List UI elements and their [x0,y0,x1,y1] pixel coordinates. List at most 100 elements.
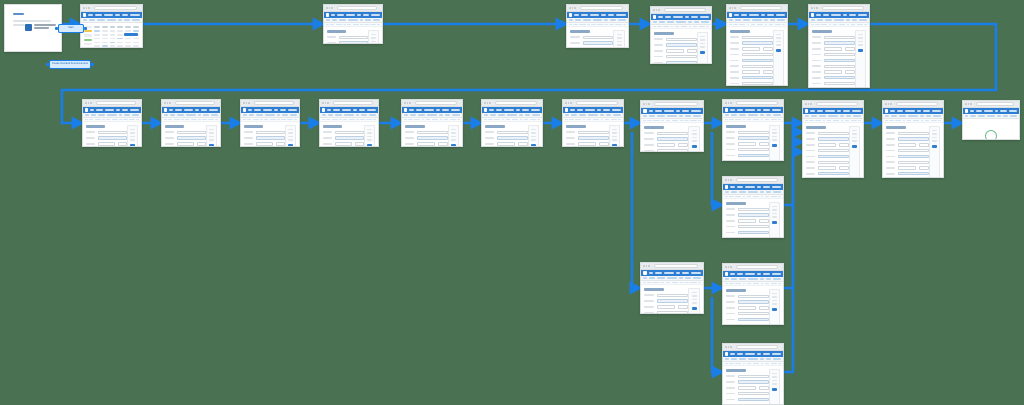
nav-tab[interactable] [977,115,985,117]
menu-item[interactable] [596,109,601,111]
field-input[interactable] [818,160,849,164]
menu-item[interactable] [607,14,615,16]
toolbar-chip[interactable] [119,118,122,121]
side-action-button[interactable] [691,306,697,310]
field-input[interactable] [98,130,128,134]
url-bar[interactable] [735,265,778,269]
toolbar-chip[interactable] [85,118,88,121]
nav-tab[interactable] [83,19,87,21]
menu-item[interactable] [504,109,514,111]
nav-tab[interactable] [765,114,772,116]
url-bar[interactable] [653,264,698,268]
menu-item[interactable] [194,109,199,111]
toolbar-chip[interactable] [725,118,728,121]
nav-tab[interactable] [106,19,117,21]
url-bar[interactable] [735,101,778,105]
toolbar-chip[interactable] [671,119,679,122]
nav-tab[interactable] [933,115,941,117]
nav-tab[interactable] [738,114,747,116]
field-input[interactable] [335,142,352,146]
toolbar-chip[interactable] [582,118,586,121]
toolbar-chip[interactable] [930,119,937,122]
menu-item[interactable] [115,109,120,111]
toolbar-chip[interactable] [484,118,487,121]
toolbar-chip[interactable] [215,118,218,121]
toolbar-chip[interactable] [665,281,671,284]
nav-tab[interactable] [409,114,416,116]
toolbar-chip[interactable] [735,195,742,198]
toolbar-chip[interactable] [653,25,656,28]
menu-item[interactable] [931,110,942,112]
toolbar-chip[interactable] [864,23,867,26]
menu-item[interactable] [441,109,449,111]
sidebar-item[interactable] [84,26,92,29]
field-input[interactable] [177,142,194,146]
toolbar-chip[interactable] [352,23,359,26]
toolbar-chip[interactable] [661,281,665,284]
field-input[interactable] [666,54,697,59]
nav-tab[interactable] [368,114,376,116]
toolbar-chip[interactable] [739,23,746,26]
toolbar-chip[interactable] [735,362,742,365]
toolbar-chip[interactable] [752,118,760,121]
toolbar-chip[interactable] [832,23,838,26]
flow-node-branch-b1[interactable] [722,263,784,325]
nav-tab[interactable] [649,277,655,279]
menu-item[interactable] [771,186,782,188]
url-bar[interactable] [739,6,782,10]
toolbar-chip[interactable] [287,118,293,121]
field-input[interactable] [738,311,769,316]
nav-tab[interactable] [339,19,347,21]
nav-tab[interactable] [851,19,858,21]
nav-tab[interactable] [730,358,737,360]
toolbar-chip[interactable] [615,23,622,26]
toolbar-chip[interactable] [408,118,413,121]
menu-item[interactable] [104,109,114,111]
nav-tab[interactable] [657,277,665,279]
menu-item[interactable] [664,16,672,18]
menu-item[interactable] [362,14,370,16]
url-bar[interactable] [895,102,938,106]
toolbar-chip[interactable] [674,25,680,28]
field-input[interactable] [339,35,369,39]
toolbar-chip[interactable] [600,118,604,121]
menu-item[interactable] [994,110,999,112]
toolbar-chip[interactable] [729,362,734,365]
url-bar[interactable] [821,6,864,10]
nav-tab[interactable] [657,115,665,117]
nav-tab[interactable] [666,21,675,23]
flow-node-branch-a2[interactable] [722,176,784,238]
toolbar-chip[interactable] [331,118,338,121]
flow-node-announcement-details[interactable] [566,4,629,48]
toolbar-chip[interactable] [605,23,608,26]
toolbar-chip[interactable] [764,23,768,26]
toolbar-chip[interactable] [895,119,902,122]
menu-item[interactable] [648,110,653,112]
menu-item[interactable] [115,14,120,16]
toolbar-chip[interactable] [764,195,770,198]
nav-tab[interactable] [90,114,97,116]
nav-tab[interactable] [164,114,168,116]
toolbar-chip[interactable] [129,118,135,121]
nav-tab[interactable] [748,114,758,116]
toolbar-chip[interactable] [815,23,820,26]
toolbar-chip[interactable] [906,119,912,122]
field-input[interactable] [738,323,769,324]
toolbar-chip[interactable] [733,23,738,26]
flow-node-announcement-review[interactable] [650,6,712,64]
field-input[interactable] [497,142,515,146]
toolbar-chip[interactable] [414,118,421,121]
field-input[interactable] [824,76,855,80]
sidebar-item[interactable] [84,34,92,37]
toolbar-chip[interactable] [347,23,352,26]
menu-item[interactable] [682,272,690,274]
menu-item[interactable] [745,186,755,188]
column-header[interactable] [109,26,116,28]
menu-item[interactable] [415,109,423,111]
menu-item[interactable] [664,272,674,274]
field-input[interactable] [838,166,849,170]
menu-item[interactable] [96,109,103,111]
toolbar-chip[interactable] [912,119,920,122]
toolbar-chip[interactable] [277,118,280,121]
field-input[interactable] [738,153,769,158]
